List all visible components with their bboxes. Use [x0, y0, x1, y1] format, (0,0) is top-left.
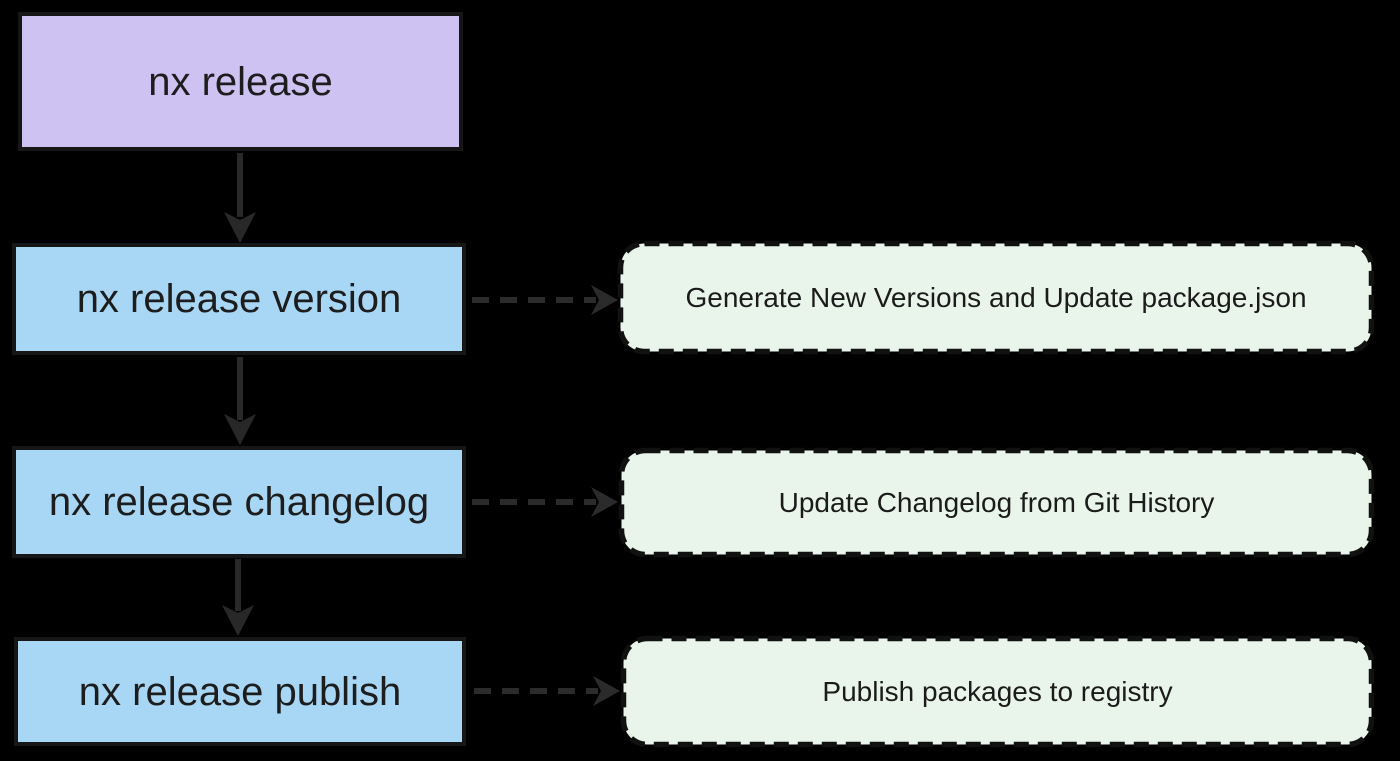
node-nx-release-changelog: nx release changelog: [12, 446, 466, 558]
arrow-root-to-version: [224, 153, 256, 243]
desc-publish-box: Publish packages to registry: [620, 635, 1375, 748]
desc-publish-dashed-border: [620, 635, 1375, 748]
node-nx-release-version: nx release version: [12, 243, 466, 355]
desc-version-dashed-border: [617, 240, 1375, 355]
desc-changelog-box: Update Changelog from Git History: [618, 447, 1375, 558]
node-nx-release-publish-label: nx release publish: [78, 669, 402, 714]
node-nx-release-version-label: nx release version: [76, 277, 402, 321]
arrow-publish-to-desc: [474, 676, 620, 706]
desc-version-label: Generate New Versions and Update package…: [685, 281, 1307, 313]
arrow-version-to-changelog: [224, 357, 256, 445]
node-nx-release-publish: nx release publish: [14, 637, 466, 746]
desc-changelog-dashed-border: [618, 447, 1375, 558]
node-nx-release-label: nx release: [148, 59, 333, 104]
node-nx-release: nx release: [18, 12, 463, 151]
node-nx-release-changelog-label: nx release changelog: [48, 480, 430, 524]
arrow-changelog-to-desc: [472, 487, 618, 517]
arrow-version-to-desc: [472, 285, 618, 315]
desc-publish-label: Publish packages to registry: [822, 675, 1173, 707]
desc-changelog-label: Update Changelog from Git History: [778, 486, 1215, 518]
desc-version-box: Generate New Versions and Update package…: [617, 240, 1375, 355]
arrow-changelog-to-publish: [222, 559, 254, 636]
